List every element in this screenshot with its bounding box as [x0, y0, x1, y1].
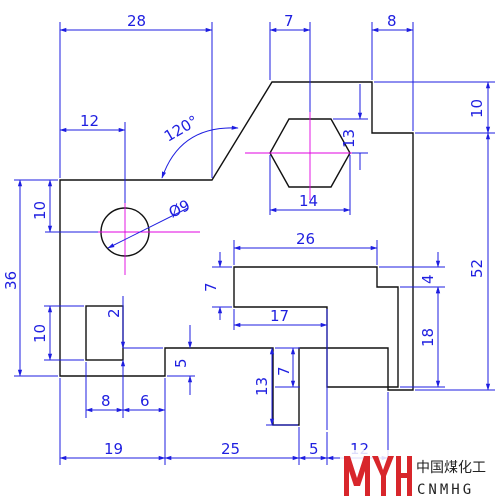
dim-small-rect-offset: 6: [140, 392, 150, 410]
dim-bottom-left: 19: [104, 440, 123, 458]
dimension-lines: [14, 22, 495, 465]
dim-hole-diameter: Ø9: [166, 196, 193, 222]
dim-notch-height: 5: [172, 358, 190, 368]
dim-lower-step: 7: [275, 366, 293, 376]
dim-slot-width: 26: [296, 230, 315, 248]
dim-lower-height: 13: [253, 377, 271, 396]
dim-angle: 120°: [161, 112, 201, 146]
dim-right-step-width: 8: [387, 12, 397, 30]
dim-total-height: 52: [468, 259, 486, 278]
dim-left-height: 36: [2, 271, 20, 290]
dim-top-width: 28: [127, 12, 146, 30]
dim-small-rect-gap: 2: [105, 308, 123, 318]
dim-hex-height: 13: [340, 129, 358, 148]
dim-hex-flat: 7: [284, 12, 294, 30]
outer-contour: [59, 81, 414, 426]
dim-hole-offset-x: 12: [80, 112, 99, 130]
logo-latin-name: CNMHG: [417, 482, 474, 498]
slot-cutout: [233, 266, 399, 388]
logo-chinese-name: 中国煤化工: [416, 460, 486, 476]
dim-slot-arm: 7: [202, 282, 220, 292]
dim-bottom-gap: 5: [309, 440, 319, 458]
logo-mark: [344, 456, 412, 496]
dim-hole-offset-y: 10: [31, 201, 49, 220]
dim-bottom-middle: 25: [221, 440, 240, 458]
dim-slot-inner-length: 17: [270, 307, 289, 325]
dim-slot-leg: 18: [419, 328, 437, 347]
dim-hex-width: 14: [299, 192, 318, 210]
dim-slot-offset: 4: [419, 274, 437, 284]
dim-small-rect-width: 8: [101, 392, 111, 410]
dim-small-rect-height: 10: [31, 324, 49, 343]
watermark-logo: 中国煤化工 CNMHG: [340, 450, 498, 502]
dim-right-step-height: 10: [468, 99, 486, 118]
part-outline: [59, 81, 414, 426]
center-lines: [90, 112, 368, 275]
